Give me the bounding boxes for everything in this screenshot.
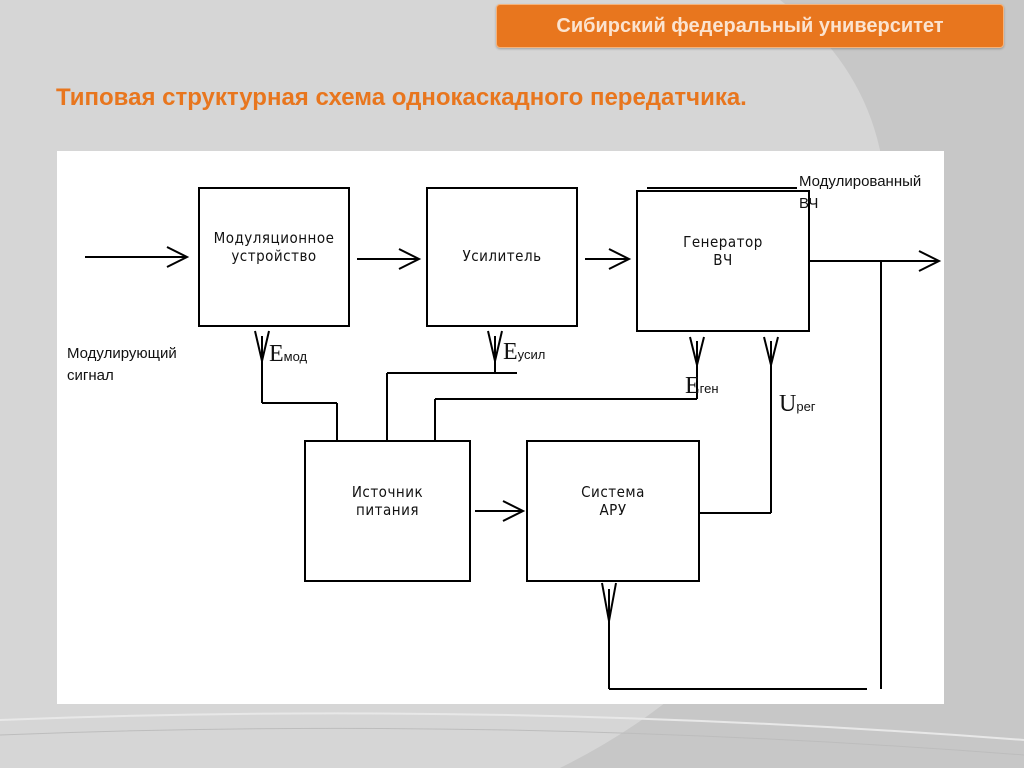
power-label: Источник питания <box>351 483 424 519</box>
university-badge: Сибирский федеральный университет <box>496 4 1004 48</box>
input-signal-label: Модулирующий сигнал <box>67 345 177 384</box>
block-diagram <box>85 187 942 690</box>
input-arrow <box>166 246 190 268</box>
eamp-arrow <box>487 330 503 362</box>
amplifier-label: Усилитель <box>462 247 542 265</box>
emod-arrow <box>254 330 270 362</box>
u-reg-label: Uрег <box>779 391 816 417</box>
e-amp-label: Eусил <box>503 339 546 365</box>
mod-amp-arrow <box>398 248 422 270</box>
generator-label: Генератор ВЧ <box>683 233 763 269</box>
ureg-arrow <box>763 336 779 366</box>
diagram-panel: Модуляционное устройство Усилитель Генер… <box>57 151 944 704</box>
control-label: Система АРУ <box>581 483 645 519</box>
egen-arrow <box>689 336 705 366</box>
modulator-label: Модуляционное устройство <box>213 229 335 265</box>
amp-gen-arrow <box>608 248 632 270</box>
ctrl-power-arrow <box>502 500 526 522</box>
control-down-arrow <box>601 582 617 622</box>
e-mod-label: Eмод <box>269 341 308 367</box>
e-gen-label: Eген <box>685 373 719 399</box>
slide-title: Типовая структурная схема однокаскадного… <box>56 84 747 111</box>
amplifier-block <box>426 187 578 327</box>
university-name: Сибирский федеральный университет <box>556 15 944 37</box>
output-signal-label: Модулированный ВЧ <box>799 173 922 212</box>
control-block <box>526 440 700 582</box>
modulator-block <box>198 187 350 327</box>
output-arrow <box>918 250 942 272</box>
